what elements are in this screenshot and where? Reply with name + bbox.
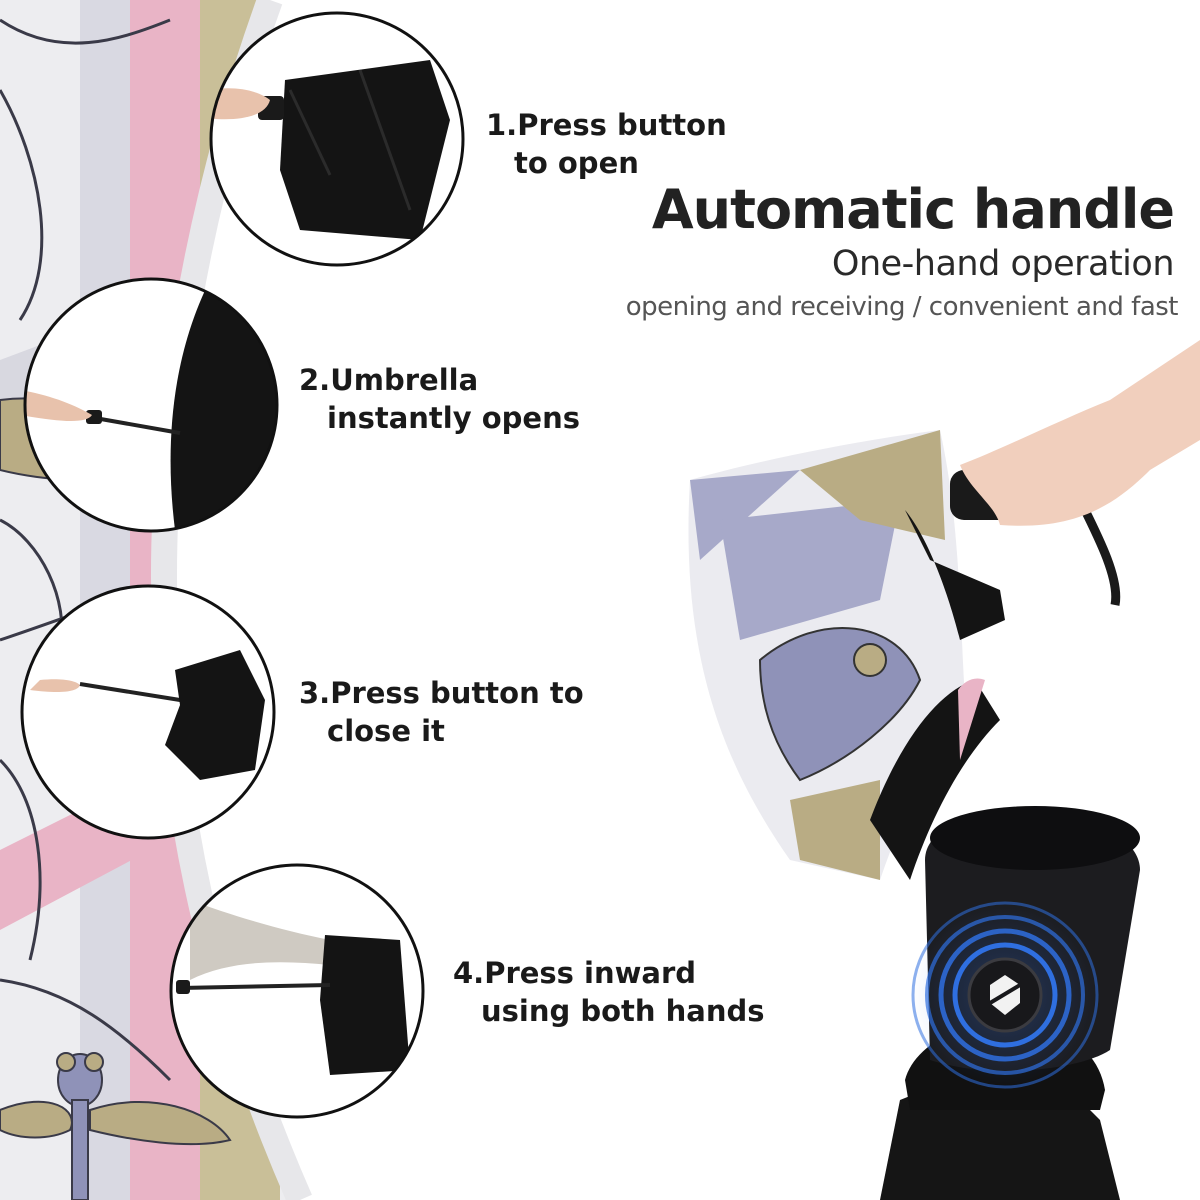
step-1-line-2: to open: [514, 146, 639, 180]
step-3-photo: [20, 584, 276, 840]
step-3-text: 3.Press button to close it: [299, 674, 584, 750]
tagline-left: opening and receiving: [625, 292, 906, 322]
tagline-right: convenient and fast: [928, 292, 1179, 322]
tagline-separator: /: [912, 292, 922, 322]
step-4-text: 4.Press inward using both hands: [453, 954, 765, 1030]
step-1-photo: [209, 11, 465, 267]
dragonfly-icon: [0, 1052, 232, 1200]
step-1-line-1: 1.Press button: [486, 108, 727, 142]
page-title: Automatic handle: [651, 178, 1175, 241]
step-1-text: 1.Press button to open: [486, 106, 727, 182]
step-4-photo: [169, 863, 425, 1119]
step-3-line-1: 3.Press button to: [299, 676, 584, 710]
umbrella-product-photo: [688, 340, 1200, 880]
step-4-line-2: using both hands: [481, 994, 765, 1028]
step-2-photo: [23, 277, 279, 533]
page-tagline: opening and receiving / convenient and f…: [625, 292, 1179, 322]
handle-button-icon: [910, 900, 1100, 1090]
handle-closeup-photo: [880, 806, 1140, 1200]
step-2-line-1: 2.Umbrella: [299, 363, 479, 397]
page-subtitle: One-hand operation: [831, 244, 1175, 284]
step-2-text: 2.Umbrella instantly opens: [299, 361, 580, 437]
step-4-line-1: 4.Press inward: [453, 956, 697, 990]
step-3-line-2: close it: [327, 714, 445, 748]
hand-icon: [960, 340, 1200, 526]
step-2-line-2: instantly opens: [327, 401, 580, 435]
